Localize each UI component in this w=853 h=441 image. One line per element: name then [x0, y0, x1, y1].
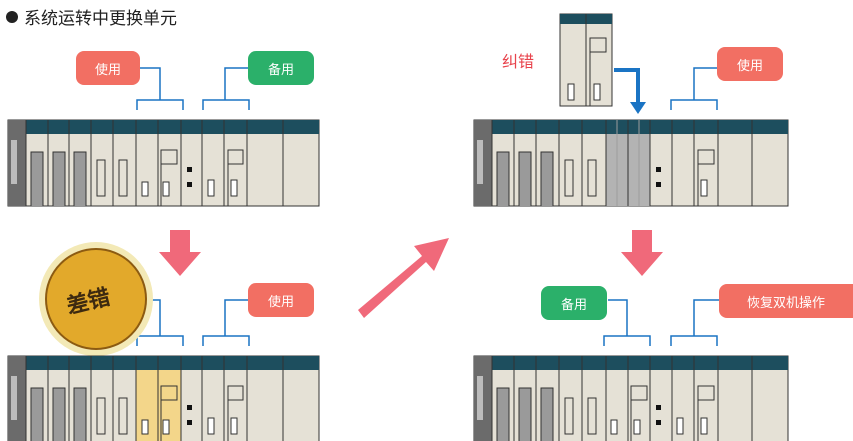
rack-br [473, 355, 789, 441]
insert-arrow-icon [614, 68, 640, 104]
tag-use-tl: 使用 [76, 51, 140, 85]
spare-module [559, 13, 613, 107]
tag-use-bl: 使用 [248, 283, 314, 317]
page-title: 系统运转中更换单元 [6, 4, 177, 29]
rack-tl [7, 119, 320, 207]
tag-restore-br: 恢复双机操作 [719, 284, 853, 318]
connector-lines-br [603, 299, 719, 346]
down-arrow-icon [159, 230, 201, 276]
bullet-icon [6, 11, 18, 23]
tag-use-tr: 使用 [717, 47, 783, 81]
connector-lines-tr [670, 67, 718, 110]
seal-badge-icon [39, 242, 153, 356]
rack-tr [473, 119, 789, 207]
connector-lines-tl [136, 67, 250, 110]
down-arrow-icon-right [621, 230, 663, 276]
tag-standby-tl: 备用 [248, 51, 314, 85]
tag-standby-br: 备用 [541, 286, 607, 320]
diagonal-arrow-icon [358, 238, 449, 318]
connector-lines-bl [136, 299, 250, 346]
label-fix: 纠错 [502, 52, 535, 71]
page-title-text: 系统运转中更换单元 [24, 9, 177, 29]
rack-bl [7, 355, 320, 441]
